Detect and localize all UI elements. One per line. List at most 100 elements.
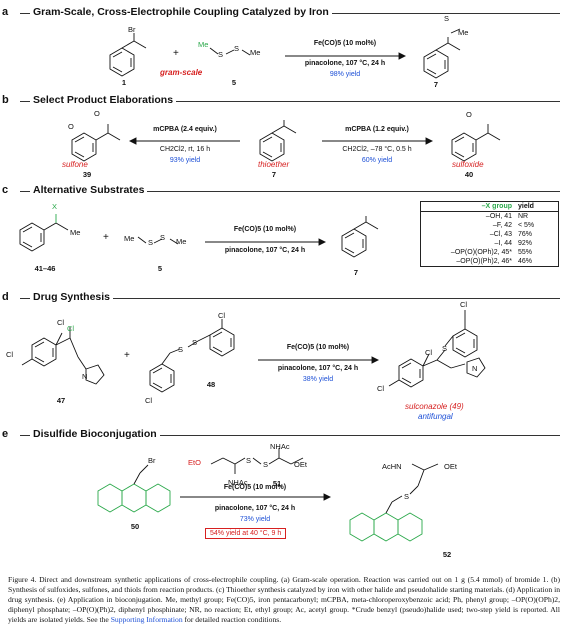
condition-c-1: Fe(CO)5 (10 mol%)	[233, 226, 297, 233]
caption-tail: for detailed reaction conditions.	[182, 615, 282, 624]
anthracene-bromide-50-structure	[97, 464, 171, 513]
cl-label-48-bottom: Cl	[145, 396, 153, 405]
table-row: –F, 42< 5%	[421, 221, 558, 230]
table-cell-group: –OP(O)(OPh)2, 45*	[450, 249, 512, 256]
table-cell-yield: 46%	[518, 258, 533, 265]
n-label-47: N	[82, 372, 88, 381]
condition-e-1: Fe(CO)5 (10 mol%)	[223, 484, 287, 491]
table-cell-yield: NR	[518, 213, 529, 220]
s-label-48-1: S	[178, 345, 184, 354]
condition-b-right-1: mCPBA (1.2 equiv.)	[345, 126, 409, 133]
disulfide-48-structure	[149, 319, 235, 393]
caption-text: Figure 4. Direct and downstream syntheti…	[8, 575, 560, 624]
condition-a-1: Fe(CO)5 (10 mol%)	[313, 40, 377, 47]
compound-7-number-c: 7	[353, 268, 359, 277]
compound-41-46-number: 41–46	[34, 264, 56, 273]
condition-d-2: pinacolone, 107 °C, 24 h	[277, 365, 359, 372]
cl-label-49-c: Cl	[460, 300, 468, 309]
section-c-title: Alternative Substrates	[30, 184, 148, 196]
bromide-br-label: Br	[128, 25, 136, 34]
thioether-7-structure-a	[423, 28, 461, 79]
s-label-2-a: S	[234, 44, 240, 53]
section-e-rule	[20, 435, 560, 436]
section-b-title: Select Product Elaborations	[30, 94, 177, 106]
section-e-letter: e	[2, 428, 9, 440]
me-label-c-right: Me	[176, 237, 187, 246]
plus-sign-d: +	[124, 350, 130, 361]
table-cell-group: –OP(O)(Ph)2, 46*	[456, 258, 512, 265]
section-e-title: Disulfide Bioconjugation	[30, 428, 160, 440]
reaction-arrow-a	[285, 52, 407, 60]
eto-label-51: EtO	[188, 458, 201, 467]
yield-b-right: 60% yield	[361, 157, 393, 164]
me-label-c-left: Me	[124, 234, 135, 243]
s-label-7a: S	[444, 14, 450, 23]
yield-d: 38% yield	[302, 376, 334, 383]
achn-label-52: AcHN	[382, 462, 402, 471]
sulfone-o-1: O	[94, 109, 100, 118]
conjugate-52-structure	[349, 463, 439, 542]
s-label-49: S	[442, 344, 448, 353]
table-cell-group: –F, 42	[492, 222, 512, 229]
table-row: –I, 44 92%	[421, 239, 558, 248]
table-row: –OH, 41 NR	[421, 212, 558, 221]
condition-b-right-2: CH2Cl2, –78 °C, 0.5 h	[342, 146, 412, 153]
br-label-50: Br	[148, 456, 156, 465]
compound-50-number: 50	[130, 522, 140, 531]
chloride-47-structure	[21, 327, 105, 385]
section-a-title: Gram-Scale, Cross-Electrophile Coupling …	[30, 6, 332, 18]
sulfone-o-2: O	[68, 122, 74, 131]
nhac-label-51-b: NHAc	[270, 442, 290, 451]
condition-a-2: pinacolone, 107 °C, 24 h	[304, 60, 386, 67]
table-row: –Cl, 43 76%	[421, 230, 558, 239]
section-a-letter: a	[2, 6, 9, 18]
plus-sign-c: +	[103, 232, 109, 243]
thioether-7-structure-b	[259, 120, 297, 162]
cl-label-47-c: Cl	[67, 324, 75, 333]
s-label-c-1: S	[148, 238, 154, 247]
s-label-1-a: S	[218, 50, 224, 59]
yield-box-e: 54% yield at 40 °C, 9 h	[205, 528, 287, 539]
section-b-letter: b	[2, 94, 9, 106]
supporting-info-link[interactable]: Supporting Information	[110, 615, 183, 624]
compound-7-number-a: 7	[433, 80, 439, 89]
s-label-51-1: S	[246, 456, 252, 465]
s-label-48-2: S	[192, 338, 198, 347]
reaction-arrow-b-left	[128, 137, 240, 145]
compound-40-number: 40	[464, 170, 474, 179]
table-row: –OP(O)(OPh)2, 45*55%	[421, 248, 558, 257]
s-label-51-2: S	[263, 460, 269, 469]
table-cell-yield: 76%	[518, 231, 533, 238]
compound-1-number: 1	[121, 78, 127, 87]
reaction-arrow-c	[205, 238, 327, 246]
table-header-group: –X group	[481, 203, 512, 210]
s-label-52: S	[404, 492, 410, 501]
table-cell-yield: 92%	[518, 240, 533, 247]
yield-e: 73% yield	[239, 516, 271, 523]
condition-e-2: pinacolone, 107 °C, 24 h	[214, 505, 296, 512]
table-row: –OP(O)(Ph)2, 46* 46%	[421, 257, 558, 266]
table-cell-group: –I, 44	[494, 240, 512, 247]
disulfide-5-structure-c	[137, 236, 179, 245]
disulfide-5-structure	[209, 47, 251, 56]
compound-7-number-b: 7	[271, 170, 277, 179]
sulfone-label: sulfone	[62, 160, 88, 169]
table-cell-group: –Cl, 43	[489, 231, 512, 238]
section-d-rule	[20, 298, 560, 299]
nhac-label-51-a: NHAc	[228, 478, 248, 487]
condition-b-left-2: CH2Cl2, rt, 16 h	[159, 146, 211, 153]
section-b-rule	[20, 101, 560, 102]
compound-52-number: 52	[442, 550, 452, 559]
thioether-label: thioether	[258, 160, 290, 169]
yield-b-left: 93% yield	[169, 157, 201, 164]
condition-b-left-1: mCPBA (2.4 equiv.)	[153, 126, 217, 133]
condition-d-1: Fe(CO)5 (10 mol%)	[286, 344, 350, 351]
substrate-41-46-structure	[19, 214, 69, 252]
cl-label-47-b: Cl	[57, 318, 65, 327]
me-label-c-sub: Me	[70, 228, 81, 237]
compound-5-number-a: 5	[231, 78, 237, 87]
sulfoxide-o: O	[466, 110, 472, 119]
table-cell-group: –OH, 41	[485, 213, 512, 220]
me-label-7a: Me	[458, 28, 469, 37]
